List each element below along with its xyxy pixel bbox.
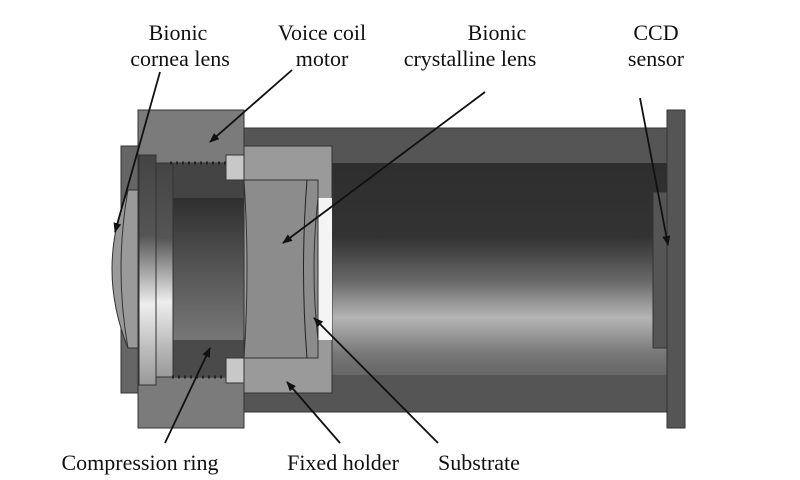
arrow-ccd-sensor	[639, 97, 671, 246]
compression-ring-outer	[138, 154, 157, 386]
holder-window	[318, 198, 332, 340]
vcm-housing-top	[137, 109, 245, 164]
label-substrate: Substrate	[438, 450, 520, 475]
arrow-crystalline-lens	[282, 91, 486, 244]
substrate	[303, 179, 308, 359]
spacer-bottom	[225, 357, 245, 384]
label-voice-coil-2: motor	[296, 46, 349, 71]
inner-tube	[173, 198, 244, 340]
label-crystalline-lens-1: Bionic	[468, 20, 527, 45]
label-fixed-holder: Fixed holder	[287, 450, 399, 475]
arrow-compression-ring	[164, 347, 211, 444]
arrow-fixed-holder	[286, 381, 341, 444]
label-cornea-lens-2: cornea lens	[130, 46, 230, 71]
label-crystalline-lens-2: crystalline lens	[404, 46, 537, 71]
label-cornea-lens-1: Bionic	[149, 20, 208, 45]
label-voice-coil-1: Voice coil	[278, 20, 366, 45]
ccd-sensor	[652, 191, 668, 349]
compression-ring-inner	[155, 162, 174, 378]
crystalline-lens	[243, 179, 319, 359]
arrow-substrate	[313, 317, 439, 444]
arrow-voice-coil	[209, 69, 293, 143]
label-ccd-sensor-2: sensor	[628, 46, 685, 71]
label-ccd-sensor-1: CCD	[633, 20, 678, 45]
barrel-interior	[332, 163, 667, 375]
label-compression-ring: Compression ring	[61, 450, 218, 475]
spacer-top	[225, 154, 245, 181]
arrow-cornea-lens	[113, 71, 161, 233]
sensor-flange	[666, 109, 686, 429]
cornea-lens	[111, 189, 139, 349]
